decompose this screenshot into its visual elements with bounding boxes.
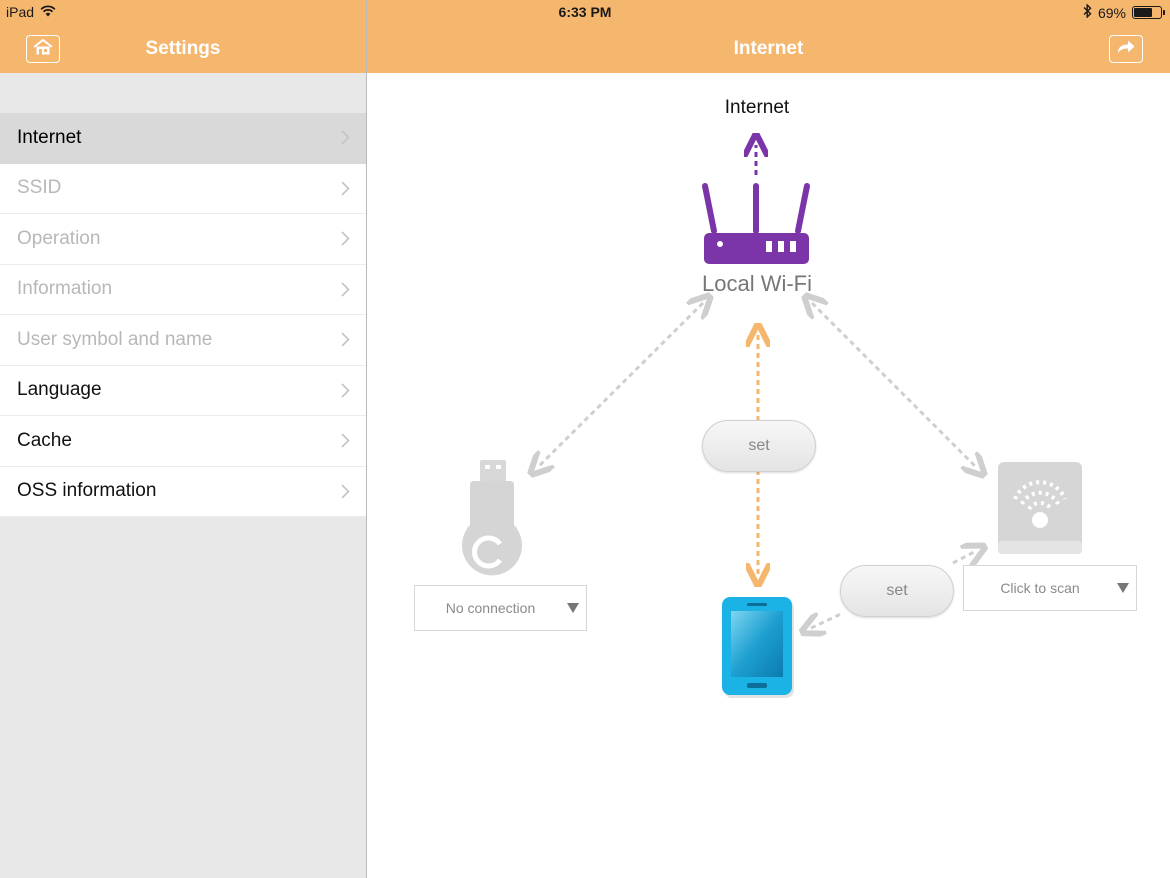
sidebar-item-label: Language	[17, 379, 102, 401]
chevron-right-icon	[341, 230, 350, 252]
chevron-right-icon	[341, 129, 350, 151]
chevron-right-icon	[341, 281, 350, 303]
status-right: 69%	[1083, 3, 1165, 21]
wifi-icon	[40, 4, 56, 20]
network-diagram	[462, 73, 1082, 698]
device-scan-select[interactable]: Click to scan	[963, 565, 1137, 611]
sidebar-title: Settings	[145, 38, 221, 59]
split-divider	[366, 0, 367, 878]
set-button-center[interactable]: set	[702, 420, 816, 472]
sidebar-item-label: Information	[17, 278, 113, 300]
sidebar-item-label: SSID	[17, 177, 62, 199]
sidebar: Internet SSID Operation Information User…	[0, 73, 366, 878]
status-left: iPad	[6, 4, 56, 20]
phone-device-link-left	[811, 611, 844, 628]
triangle-down-icon	[1110, 583, 1136, 593]
share-icon	[1116, 39, 1136, 60]
settings-menu: Internet SSID Operation Information User…	[0, 113, 366, 517]
battery-fill	[1134, 8, 1152, 17]
sidebar-item-oss-information[interactable]: OSS information	[0, 467, 366, 517]
page-title: Internet	[733, 38, 804, 59]
top-bar: iPad 6:33 PM 69%	[0, 0, 1170, 73]
share-button[interactable]	[1109, 35, 1143, 63]
sidebar-item-internet[interactable]: Internet	[0, 113, 366, 164]
dongle-icon	[462, 460, 522, 576]
main-nav-bar: Internet	[367, 24, 1170, 73]
sidebar-item-ssid[interactable]: SSID	[0, 164, 366, 214]
sidebar-nav-bar: Settings	[0, 24, 366, 73]
sidebar-item-label: OSS information	[17, 480, 157, 502]
bluetooth-icon	[1083, 3, 1092, 21]
sidebar-item-label: Operation	[17, 227, 101, 249]
sidebar-item-cache[interactable]: Cache	[0, 416, 366, 467]
router-label: Local Wi-Fi	[701, 271, 812, 296]
chevron-right-icon	[341, 331, 350, 353]
chevron-right-icon	[341, 483, 350, 505]
dongle-select-value: No connection	[445, 600, 536, 616]
sidebar-item-user-symbol-and-name[interactable]: User symbol and name	[0, 315, 366, 366]
set-button-right[interactable]: set	[840, 565, 954, 617]
triangle-down-icon	[560, 603, 586, 613]
home-button[interactable]	[26, 35, 60, 63]
status-time: 6:33 PM	[558, 4, 612, 20]
phone-device-link-right	[952, 551, 976, 563]
status-bar: iPad 6:33 PM 69%	[0, 0, 1170, 24]
router-icon	[702, 183, 810, 264]
chevron-right-icon	[341, 382, 350, 404]
chevron-right-icon	[341, 432, 350, 454]
dongle-connection-select[interactable]: No connection	[414, 585, 587, 631]
battery-percent: 69%	[1097, 4, 1126, 21]
main-panel: Internet Local Wi-Fi set set No connecti…	[367, 73, 1170, 878]
device-link	[812, 303, 977, 468]
sidebar-item-label: Cache	[17, 429, 72, 451]
dongle-link	[538, 303, 703, 467]
sidebar-item-operation[interactable]: Operation	[0, 214, 366, 265]
scanner-device-icon	[998, 462, 1082, 554]
device-name: iPad	[6, 4, 35, 20]
sidebar-item-language[interactable]: Language	[0, 366, 366, 416]
sidebar-item-label: User symbol and name	[17, 328, 213, 350]
smartphone-icon	[722, 597, 794, 698]
chevron-right-icon	[341, 180, 350, 202]
device-select-value: Click to scan	[1000, 580, 1080, 596]
home-icon	[32, 38, 54, 61]
sidebar-item-label: Internet	[17, 126, 82, 148]
battery-icon	[1132, 6, 1165, 19]
sidebar-item-information[interactable]: Information	[0, 265, 366, 315]
internet-label: Internet	[724, 97, 790, 118]
